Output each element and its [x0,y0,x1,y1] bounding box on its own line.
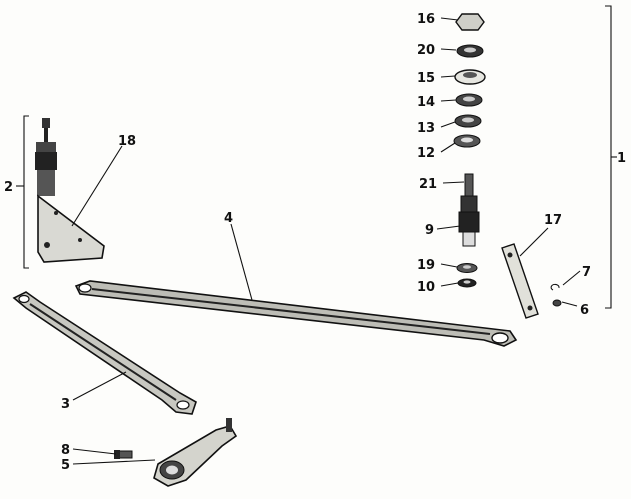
strap-hole [507,252,513,258]
part-12-washer-hole [461,137,473,143]
label-2: 2 [4,180,13,195]
label-5: 5 [61,458,70,473]
part-18-motor-bracket [35,118,105,263]
screw-head [114,450,120,459]
motor-shaft [44,128,48,142]
part-9-housing-upper [460,195,478,213]
short-rod-bottom-eye [176,400,190,410]
screw-body [117,450,133,459]
part-3-short-rod [12,291,197,415]
mount-rivet [54,211,58,215]
motor-nut [36,142,56,152]
spindle-stack [453,13,486,288]
leader-8 [72,448,117,455]
label-3: 3 [61,397,70,412]
leader-lines [71,17,581,465]
bracket-group-2 [16,115,29,269]
label-19: 19 [417,258,435,273]
label-21: 21 [419,177,437,192]
leader-19 [440,263,458,268]
label-8: 8 [61,443,70,458]
leader-18 [71,145,123,227]
mount-plate [37,194,105,263]
clip-shape [550,283,560,291]
mount-hole [44,242,50,248]
part-20-washer-hole [464,47,476,53]
crank-stud [226,418,232,432]
label-10: 10 [417,280,435,295]
leader-4 [230,223,253,301]
leader-10 [440,282,459,287]
long-rod-left-eye [78,283,92,293]
part-5-crank-arm [153,418,238,487]
part-10-washer-hole [463,280,471,284]
strap-body [501,243,539,319]
short-rod-edge [29,303,177,401]
label-4: 4 [224,211,233,226]
part-17-strap [501,243,539,319]
part-6-nut [552,299,562,307]
long-rod-edge [91,288,491,335]
label-7: 7 [582,265,591,280]
leader-13 [440,121,456,128]
label-14: 14 [417,95,435,110]
part-13-washer-hole [462,117,474,123]
label-1: 1 [617,151,626,166]
leader-6 [561,301,578,307]
label-6: 6 [580,303,589,318]
small-nut [552,299,562,307]
part-9-housing-base [462,231,476,247]
part-21-spindle-thread [464,173,474,197]
motor-housing-top [35,152,57,170]
group-2-bracket [23,115,29,269]
part-8-screw [114,450,133,459]
group-1-bracket [605,5,612,309]
part-15-nut-hole [463,72,477,78]
leader-7 [562,270,581,286]
part-7-clip [550,283,560,291]
label-16: 16 [417,12,435,27]
part-16-cap-nut [455,13,485,31]
bracket-group-1 [605,5,617,309]
part-4-long-rod [74,280,518,347]
leader-5 [72,459,156,465]
part-labels: 16 20 15 14 13 12 1 21 9 19 10 17 7 6 18… [4,12,626,473]
label-12: 12 [417,146,435,161]
leader-17 [519,227,549,257]
label-13: 13 [417,121,435,136]
leader-15 [440,75,456,78]
leader-21 [442,181,465,184]
leader-9 [436,225,461,230]
leader-3 [72,371,127,401]
strap-hole [527,305,533,311]
label-15: 15 [417,71,435,86]
mount-rivet [78,238,82,242]
part-19-washer-hole [463,265,471,269]
crank-hub-hole [166,465,178,475]
label-18: 18 [118,134,136,149]
motor-housing [37,170,55,196]
long-rod-body [74,280,518,347]
leader-12 [440,142,456,153]
part-14-washer-hole [463,96,475,102]
label-20: 20 [417,43,435,58]
part-9-housing [458,211,480,233]
leader-20 [440,48,457,51]
motor-shaft-tip [42,118,50,128]
leader-16 [440,17,459,21]
short-rod-top-eye [18,294,30,304]
label-9: 9 [425,223,434,238]
long-rod-right-eye [491,332,509,344]
label-17: 17 [544,213,562,228]
leader-14 [440,99,457,102]
